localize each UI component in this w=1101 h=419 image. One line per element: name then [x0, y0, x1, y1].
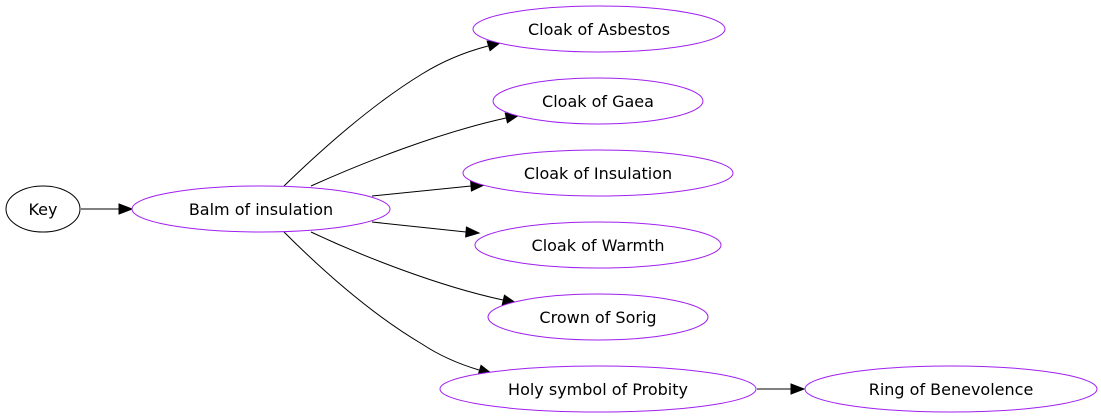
node-label: Cloak of Gaea: [542, 92, 654, 111]
edge-balm-to-warmth: [371, 221, 481, 238]
node-asbestos: Cloak of Asbestos: [472, 5, 726, 53]
node-key: Key: [5, 185, 81, 233]
edge-line: [371, 221, 467, 233]
node-insulation: Cloak of Insulation: [462, 149, 734, 197]
arrowhead-icon: [118, 203, 134, 215]
edge-probity-to-benevolence: [757, 383, 806, 395]
edge-line: [283, 231, 480, 371]
node-ellipse: [492, 77, 704, 125]
edge-line: [310, 117, 507, 187]
edge-line: [283, 45, 489, 187]
node-sorig: Crown of Sorig: [487, 293, 709, 341]
node-ellipse: [804, 365, 1098, 413]
node-ellipse: [131, 185, 391, 233]
node-benevolence: Ring of Benevolence: [804, 365, 1098, 413]
edge-line: [371, 185, 472, 197]
node-ellipse: [5, 185, 81, 233]
node-label: Cloak of Insulation: [524, 164, 672, 183]
node-ellipse: [472, 5, 726, 53]
edge-key-to-balm: [81, 203, 134, 215]
node-balm: Balm of insulation: [131, 185, 391, 233]
node-label: Ring of Benevolence: [869, 380, 1034, 399]
node-label: Key: [28, 200, 57, 219]
node-ellipse: [462, 149, 734, 197]
edge-balm-to-asbestos: [283, 40, 503, 187]
node-probity: Holy symbol of Probity: [439, 365, 757, 413]
node-label: Holy symbol of Probity: [508, 380, 688, 399]
node-ellipse: [474, 221, 722, 269]
edge-balm-to-probity: [283, 231, 494, 376]
node-gaea: Cloak of Gaea: [492, 77, 704, 125]
node-warmth: Cloak of Warmth: [474, 221, 722, 269]
arrowhead-icon: [465, 226, 481, 238]
node-label: Cloak of Asbestos: [528, 20, 670, 39]
node-label: Cloak of Warmth: [532, 236, 665, 255]
edge-balm-to-insulation: [371, 180, 486, 197]
node-ellipse: [439, 365, 757, 413]
node-label: Balm of insulation: [189, 200, 333, 219]
node-ellipse: [487, 293, 709, 341]
node-label: Crown of Sorig: [539, 308, 656, 327]
arrowhead-icon: [790, 383, 806, 395]
edge-line: [310, 231, 504, 301]
nodes-layer: Key Balm of insulation Cloak of AsbestosCl…: [5, 5, 1098, 413]
